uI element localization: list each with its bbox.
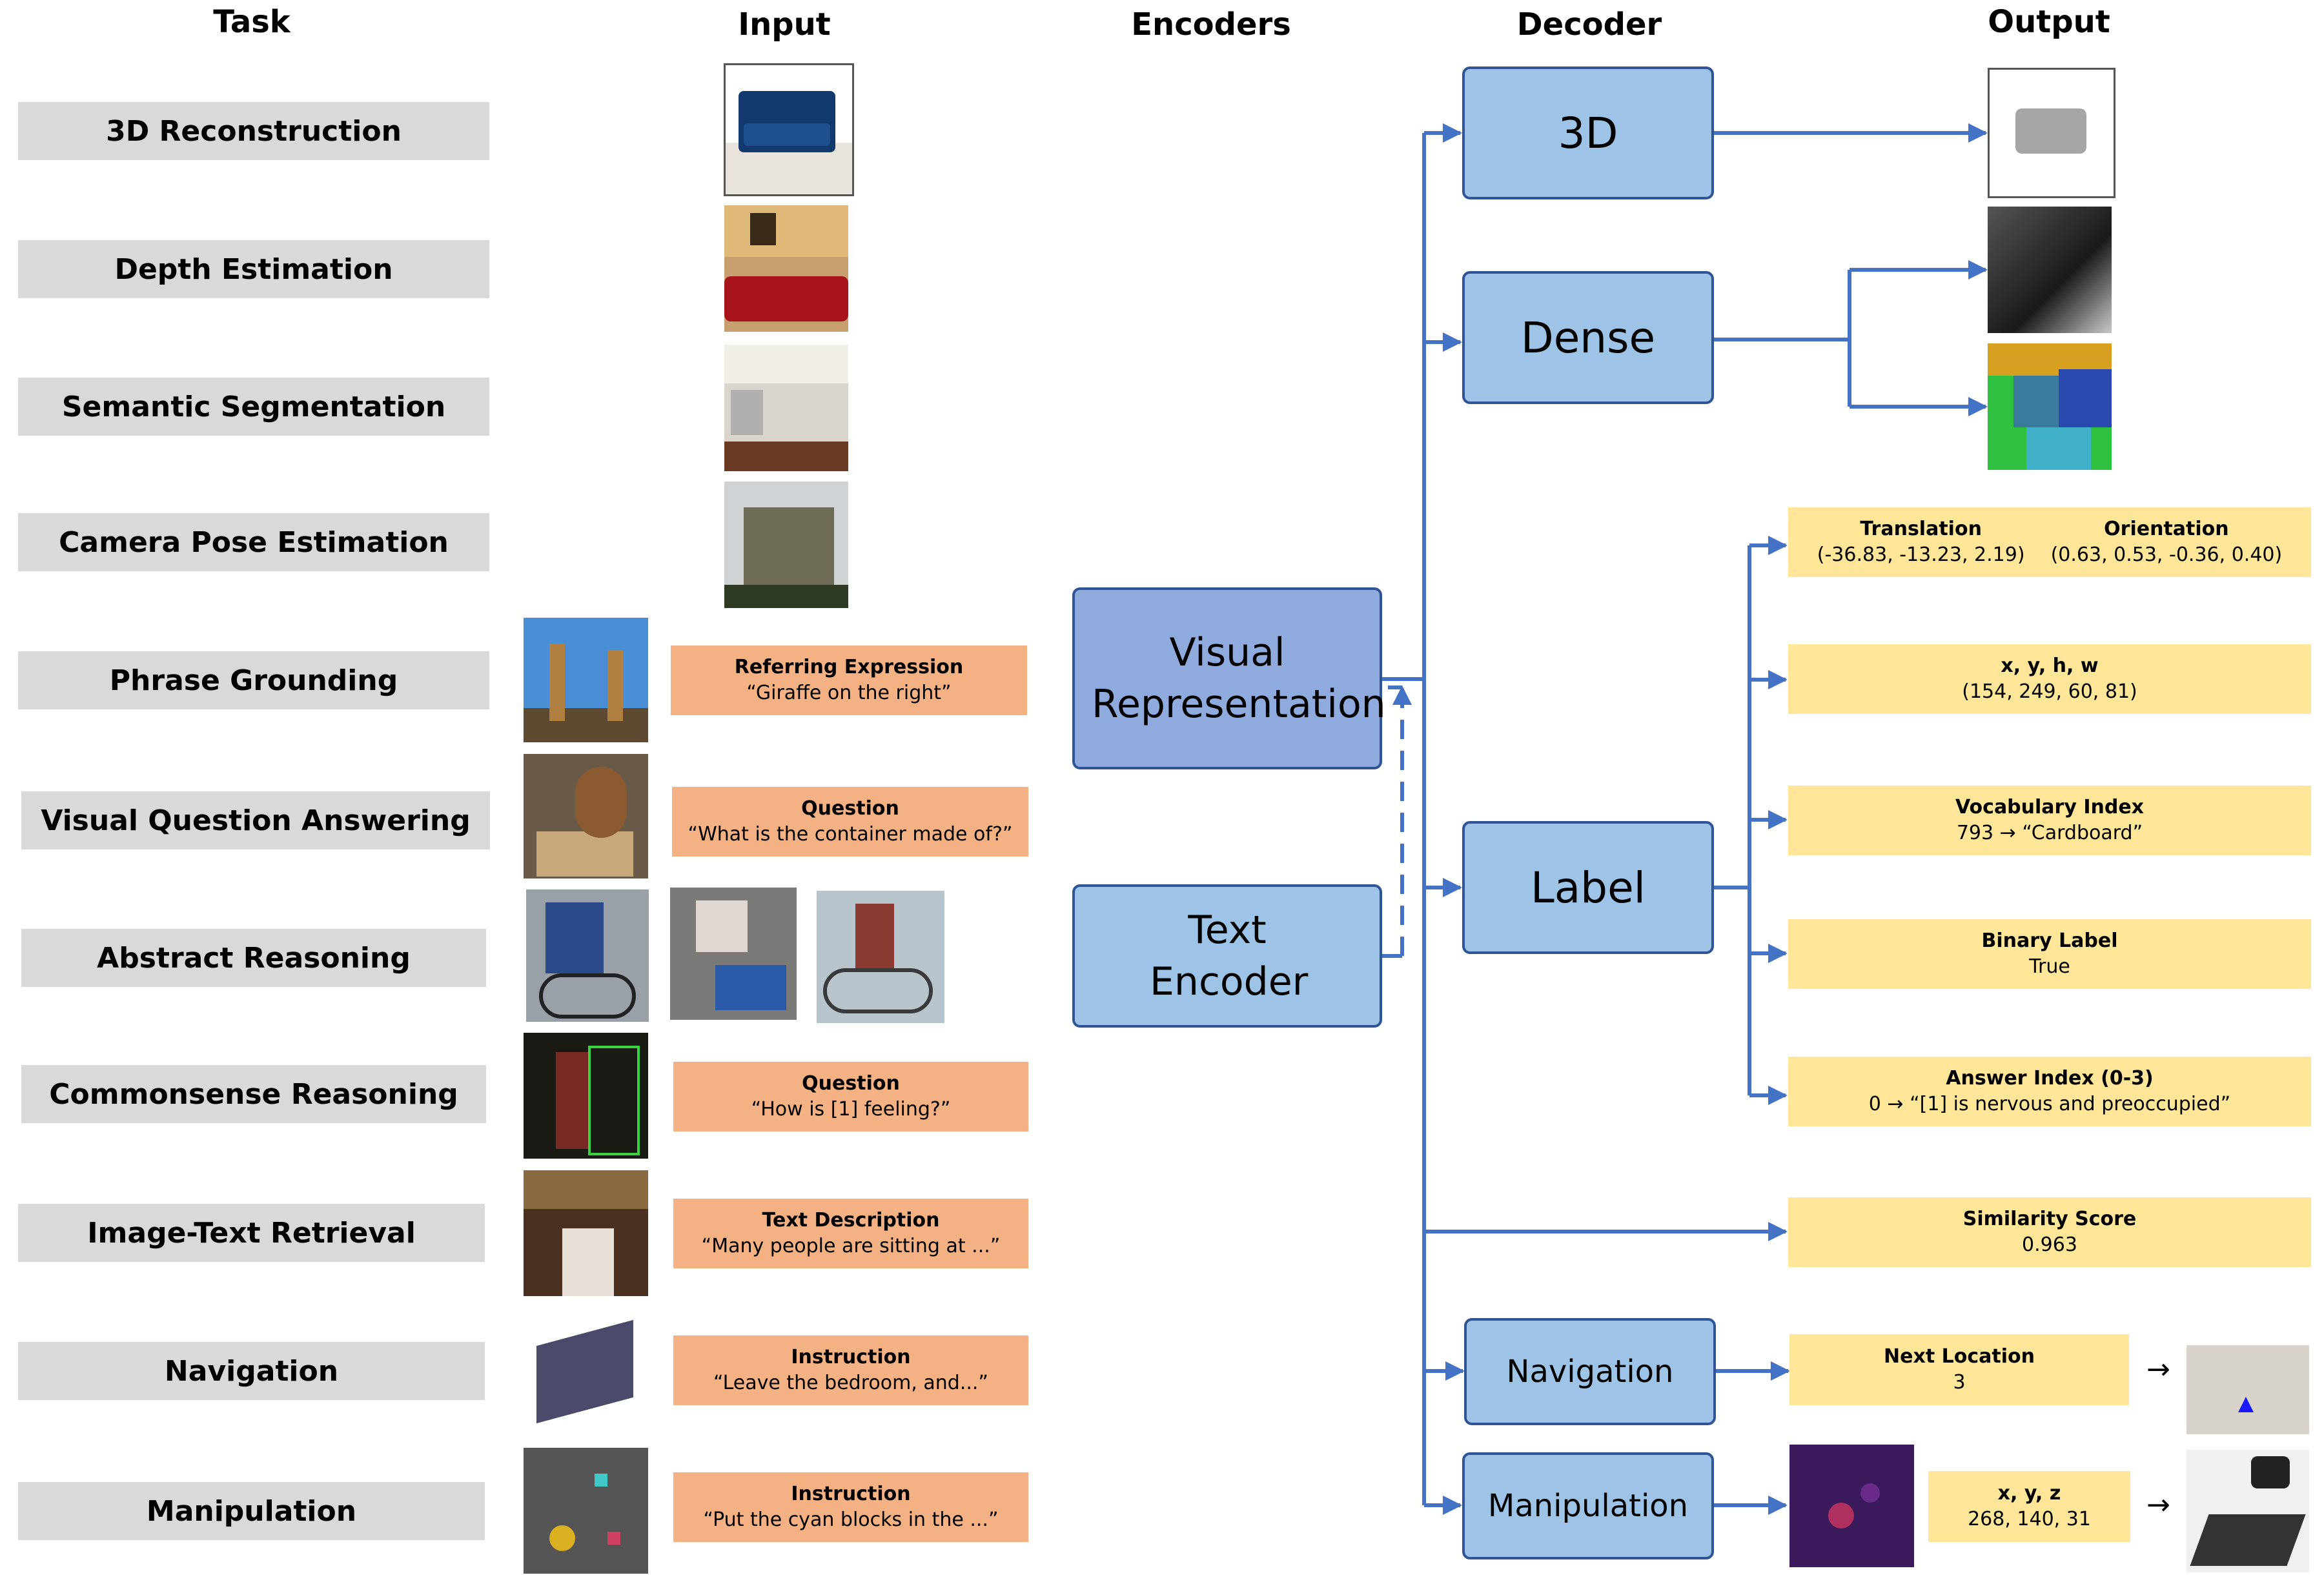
answer-value: 0 → “[1] is nervous and preoccupied”	[1868, 1093, 2231, 1115]
xyz-value: 268, 140, 31	[1968, 1508, 2091, 1530]
segmentation-output-image	[1988, 343, 2112, 470]
text-input-text: “Leave the bedroom, and...”	[713, 1372, 988, 1394]
task-manipulation: Manipulation	[18, 1482, 485, 1540]
text-input-title: Text Description	[762, 1209, 940, 1232]
text-input-text: “Giraffe on the right”	[746, 682, 952, 704]
xyz-title: x, y, z	[1997, 1482, 2061, 1505]
house-3d-input-image	[524, 1307, 648, 1433]
text-input-title: Instruction	[791, 1483, 911, 1505]
text-input-text: “How is [1] feeling?”	[751, 1098, 951, 1121]
task-semantic-segmentation: Semantic Segmentation	[18, 378, 489, 436]
output-vocabulary-index: Vocabulary Index 793 → “Cardboard”	[1788, 786, 2311, 855]
header-output: Output	[1988, 4, 2110, 40]
text-input-text: “Many people are sitting at ...”	[701, 1235, 1001, 1257]
manipulation-result-image	[2186, 1450, 2309, 1572]
translation-title: Translation	[1860, 518, 1982, 540]
worker-input-image-2	[670, 888, 797, 1020]
visual-representation-label: Visual Representation	[1092, 630, 1386, 727]
scene-input-image	[524, 1033, 648, 1159]
decoder-manipulation-label: Manipulation	[1487, 1488, 1689, 1524]
vocab-title: Vocabulary Index	[1955, 796, 2145, 818]
bicycle-input-image-3	[817, 891, 944, 1023]
output-xyz: x, y, z 268, 140, 31	[1928, 1471, 2130, 1542]
decoder-manipulation: Manipulation	[1462, 1452, 1714, 1559]
decoder-navigation-label: Navigation	[1506, 1354, 1674, 1390]
bbox-title: x, y, h, w	[2001, 655, 2099, 677]
blocks-input-image	[524, 1448, 648, 1574]
similarity-title: Similarity Score	[1962, 1208, 2137, 1230]
text-input-title: Question	[801, 797, 899, 820]
text-input-instruction-navigation: Instruction “Leave the bedroom, and...”	[673, 1335, 1028, 1405]
similarity-value: 0.963	[2022, 1234, 2077, 1256]
task-abstract-reasoning: Abstract Reasoning	[21, 929, 486, 987]
vocab-value: 793 → “Cardboard”	[1956, 822, 2143, 844]
task-image-text-retrieval: Image-Text Retrieval	[18, 1204, 485, 1262]
task-commonsense-reasoning: Commonsense Reasoning	[21, 1065, 486, 1123]
decoder-label: Label	[1462, 821, 1714, 954]
text-input-title: Instruction	[791, 1346, 911, 1368]
header-decoder: Decoder	[1516, 6, 1662, 43]
text-input-title: Question	[802, 1072, 900, 1095]
text-input-instruction-manipulation: Instruction “Put the cyan blocks in the …	[673, 1472, 1028, 1542]
task-navigation: Navigation	[18, 1342, 485, 1400]
answer-title: Answer Index (0-3)	[1946, 1067, 2154, 1090]
teddy-bear-input-image	[524, 754, 648, 878]
task-visual-question-answering: Visual Question Answering	[21, 791, 490, 849]
text-encoder-label: Text Encoder	[1150, 908, 1309, 1004]
task-3d-reconstruction: 3D Reconstruction	[18, 102, 489, 160]
kitchen-input-image	[724, 345, 848, 471]
navigation-result-image	[2186, 1306, 2309, 1434]
cyclist-input-image-1	[526, 889, 649, 1022]
text-input-question-commonsense: Question “How is [1] feeling?”	[673, 1062, 1028, 1132]
chapel-input-image	[724, 482, 848, 608]
task-camera-pose-estimation: Camera Pose Estimation	[18, 513, 489, 571]
decoder-label-label: Label	[1530, 862, 1646, 913]
translation-value: (-36.83, -13.23, 2.19)	[1817, 543, 2025, 566]
decoder-3d-label: 3D	[1558, 108, 1618, 158]
output-binary-label: Binary Label True	[1788, 919, 2311, 989]
heatmap-output-image	[1789, 1445, 1914, 1567]
bbox-value: (154, 249, 60, 81)	[1962, 680, 2137, 703]
text-input-text: “Put the cyan blocks in the ...”	[703, 1508, 999, 1531]
text-encoder: Text Encoder	[1072, 884, 1382, 1028]
binary-title: Binary Label	[1981, 929, 2118, 952]
depth-output-image	[1988, 207, 2112, 333]
manipulation-result-arrow: →	[2146, 1488, 2170, 1521]
text-input-question-vqa: Question “What is the container made of?…	[672, 787, 1028, 857]
orientation-value: (0.63, 0.53, -0.36, 0.40)	[2050, 543, 2283, 566]
text-input-text: “What is the container made of?”	[688, 823, 1013, 846]
output-answer-index: Answer Index (0-3) 0 → “[1] is nervous a…	[1788, 1057, 2311, 1126]
binary-value: True	[2029, 955, 2070, 978]
translation-col: Translation (-36.83, -13.23, 2.19)	[1817, 516, 2025, 568]
restaurant-input-image	[524, 1170, 648, 1296]
output-similarity-score: Similarity Score 0.963	[1788, 1197, 2311, 1267]
pose-row: Translation (-36.83, -13.23, 2.19) Orien…	[1817, 516, 2282, 568]
sofa-3d-output-image	[1988, 68, 2115, 198]
header-task: Task	[213, 4, 290, 40]
task-phrase-grounding: Phrase Grounding	[18, 651, 489, 709]
decoder-dense-label: Dense	[1520, 312, 1656, 363]
output-camera-pose: Translation (-36.83, -13.23, 2.19) Orien…	[1788, 507, 2311, 577]
text-input-title: Referring Expression	[734, 656, 964, 678]
next-location-title: Next Location	[1884, 1345, 2035, 1368]
task-depth-estimation: Depth Estimation	[18, 240, 489, 298]
orientation-title: Orientation	[2104, 518, 2229, 540]
decoder-dense: Dense	[1462, 271, 1714, 404]
output-bbox: x, y, h, w (154, 249, 60, 81)	[1788, 644, 2311, 714]
visual-representation-encoder: Visual Representation	[1072, 587, 1386, 769]
decoder-3d: 3D	[1462, 66, 1714, 199]
text-input-referring-expression: Referring Expression “Giraffe on the rig…	[671, 645, 1027, 715]
living-room-input-image	[724, 205, 848, 332]
sofa-input-image	[724, 63, 854, 196]
header-encoders: Encoders	[1131, 6, 1291, 43]
output-next-location: Next Location 3	[1789, 1334, 2129, 1405]
next-location-arrow: →	[2146, 1353, 2170, 1386]
next-location-value: 3	[1953, 1371, 1966, 1394]
decoder-navigation: Navigation	[1464, 1318, 1716, 1425]
orientation-col: Orientation (0.63, 0.53, -0.36, 0.40)	[2051, 516, 2283, 568]
text-input-text-description: Text Description “Many people are sittin…	[673, 1199, 1028, 1268]
header-input: Input	[738, 6, 831, 43]
giraffe-input-image	[524, 618, 648, 742]
